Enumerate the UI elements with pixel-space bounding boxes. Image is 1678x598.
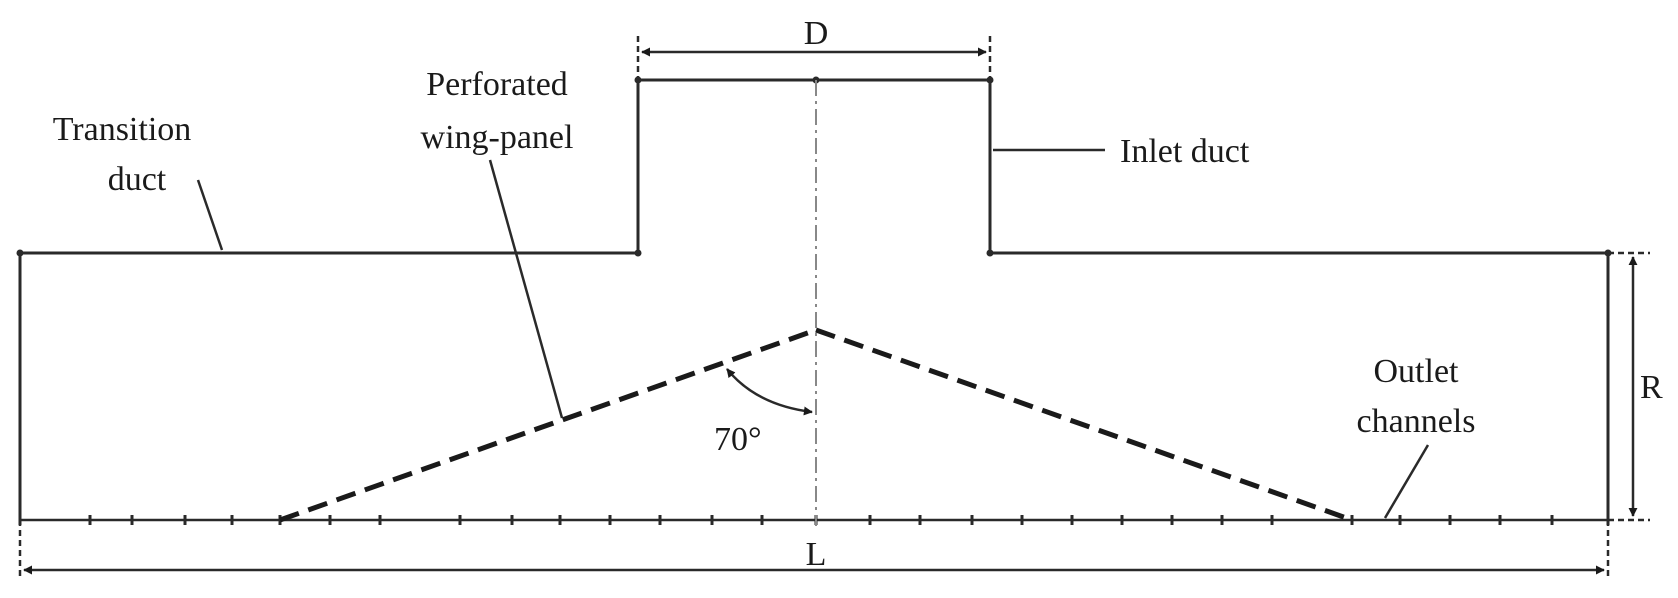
- duct-corner-nodes: [16, 76, 1612, 257]
- wing-panel-right: [815, 327, 1353, 523]
- angle-arc: [726, 368, 813, 416]
- inlet-duct-label: Inlet duct: [1120, 133, 1250, 170]
- leader-transition-duct: [196, 179, 224, 251]
- outlet-channels-label-line1: Outlet: [1374, 353, 1460, 390]
- wing-panel-left: [279, 327, 817, 523]
- dim-l-label: L: [806, 536, 827, 573]
- dim-r-label: R: [1640, 369, 1663, 406]
- leader-outlet-channels: [1383, 444, 1430, 519]
- transition-duct-label-line2: duct: [108, 161, 167, 198]
- perforated-panel-label-line2: wing-panel: [421, 119, 574, 156]
- transition-duct-label-line1: Transition: [53, 111, 192, 148]
- perforated-panel-label-line1: Perforated: [426, 66, 568, 103]
- angle-label: 70°: [714, 421, 762, 458]
- duct-outline: [20, 78, 1610, 520]
- leader-perforated-panel: [488, 159, 564, 419]
- dim-d-label: D: [804, 15, 829, 52]
- outlet-channels-label-line2: channels: [1357, 403, 1476, 440]
